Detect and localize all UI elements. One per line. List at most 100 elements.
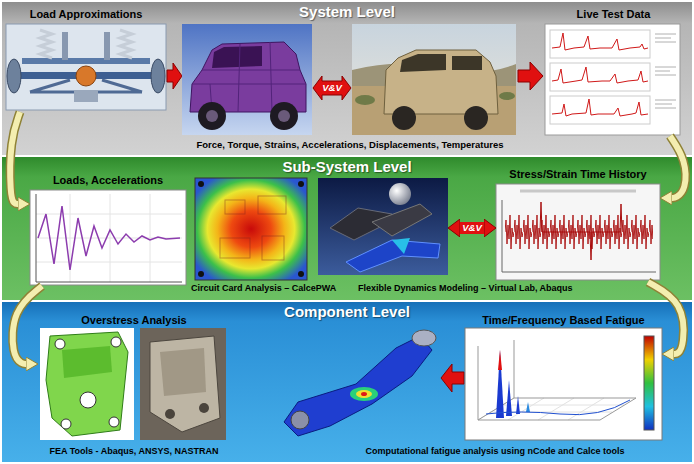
band-heading: Sub-System Level (282, 158, 411, 176)
double-arrow-symbol (313, 76, 351, 100)
test-data-plot (552, 33, 648, 50)
picture-panel: Flexible Dynamics Modeling – Virtual Lab… (318, 178, 448, 296)
vehicle-photo (499, 92, 515, 100)
vehicle-cad-model (206, 110, 218, 122)
overstress-fea-part (61, 419, 71, 429)
vehicle-photo (464, 106, 488, 130)
fatigue-result-part (350, 387, 378, 401)
stress-history-plot (540, 202, 622, 260)
stress-history-plot (496, 184, 660, 280)
picture-panel: Load Approximations (6, 8, 166, 112)
test-data-plot (550, 96, 650, 124)
flexible-dynamics-model (392, 238, 410, 254)
circuit-card-heatmap (225, 200, 245, 214)
band-heading: Component Level (284, 303, 410, 321)
connector-outline (648, 282, 683, 354)
frequency-fatigue-chart (465, 328, 662, 440)
fatigue-result-part (284, 330, 436, 436)
connector-group (10, 112, 685, 364)
flexible-dynamics-model (318, 178, 448, 275)
arrow-right-symbol (518, 62, 543, 90)
arrow-left-symbol (441, 364, 464, 392)
fatigue-result-part (356, 390, 372, 398)
picture-panel: Circuit Card Analysis – CalcePWA (195, 178, 307, 296)
circuit-card-heatmap (298, 181, 304, 187)
connector-outline (13, 286, 42, 364)
suspension-model (151, 59, 165, 93)
frequency-fatigue-chart (496, 350, 504, 418)
picture-panel: Stress/Strain Time History (496, 168, 660, 282)
frequency-fatigue-chart (506, 380, 512, 416)
vehicle-cad-model (278, 110, 290, 122)
overstress-part-photo (150, 336, 220, 432)
flexible-dynamics-model (318, 178, 448, 275)
overstress-fea-part (80, 392, 96, 408)
load-chart (38, 206, 180, 270)
frequency-fatigue-chart (465, 328, 662, 440)
band-ground (2, 2, 692, 155)
vehicle-cad-model (190, 42, 306, 112)
suspension-model (40, 30, 52, 58)
arrow-label: V&V (460, 222, 484, 233)
frequency-fatigue-chart (498, 350, 502, 370)
circuit-card-heatmap (220, 238, 250, 258)
circuit-card-heatmap (298, 271, 304, 277)
picture-title: Load Approximations (30, 8, 143, 21)
level-band: Overstress AnalysisFEA Tools - Abaqus, A… (2, 302, 692, 462)
test-data-plot (545, 24, 680, 135)
level-band: Loads, AccelerationsCircuit Card Analysi… (2, 157, 692, 300)
stress-history-plot (520, 190, 636, 193)
stress-history-plot (496, 184, 660, 280)
test-data-plot (552, 67, 648, 83)
picture-caption: FEA Tools - Abaqus, ANSYS, NASTRAN (50, 446, 219, 457)
circuit-card-heatmap (258, 196, 286, 214)
frequency-fatigue-chart (644, 336, 654, 430)
suspension-model (76, 66, 96, 86)
fatigue-result-part (412, 330, 436, 346)
picture-caption: Flexible Dynamics Modeling – Virtual Lab… (358, 283, 573, 294)
vehicle-cad-model (212, 46, 262, 68)
flow-arrow (13, 286, 42, 364)
arrow-left-symbol (441, 364, 464, 392)
arrow-right-symbol (167, 63, 182, 89)
picture-panel: Overstress AnalysisFEA Tools - Abaqus, A… (38, 314, 230, 460)
vehicle-cad-model (198, 102, 226, 130)
flexible-dynamics-model (346, 240, 440, 272)
circuit-card-heatmap (198, 181, 204, 187)
overstress-part-photo (165, 409, 175, 419)
row-caption: Computational fatigue analysis using nCo… (365, 446, 624, 457)
vehicle-photo (400, 54, 446, 72)
frequency-fatigue-chart (486, 400, 630, 415)
flexible-dynamics-model (372, 204, 432, 236)
fatigue-result-part (291, 411, 309, 429)
vehicle-photo (384, 50, 498, 114)
picture-panel: Loads, Accelerations (30, 174, 186, 286)
load-chart (36, 194, 182, 282)
load-chart (30, 190, 186, 285)
vehicle-photo (352, 24, 516, 135)
picture-title: Stress/Strain Time History (509, 168, 646, 181)
connector-outline (10, 112, 20, 204)
picture-caption: Circuit Card Analysis – CalcePWA (191, 283, 336, 294)
frequency-fatigue-chart (516, 396, 520, 414)
stress-history-plot (502, 200, 656, 272)
fatigue-result-part (284, 336, 432, 436)
picture-title: Live Test Data (577, 8, 651, 21)
test-data-plot (655, 34, 676, 108)
circuit-card-heatmap (195, 178, 307, 280)
suspension-model (62, 32, 68, 60)
picture-panel: Time/Frequency Based Fatigue (465, 314, 662, 442)
band-ground (2, 157, 692, 300)
flexible-dynamics-model (389, 183, 411, 205)
test-data-plot (550, 63, 650, 91)
vehicle-cad-model (192, 42, 306, 112)
overstress-part-photo (140, 328, 226, 440)
arrow-label: V&V (320, 82, 344, 93)
load-chart (30, 190, 186, 285)
flow-arrow (670, 136, 685, 198)
